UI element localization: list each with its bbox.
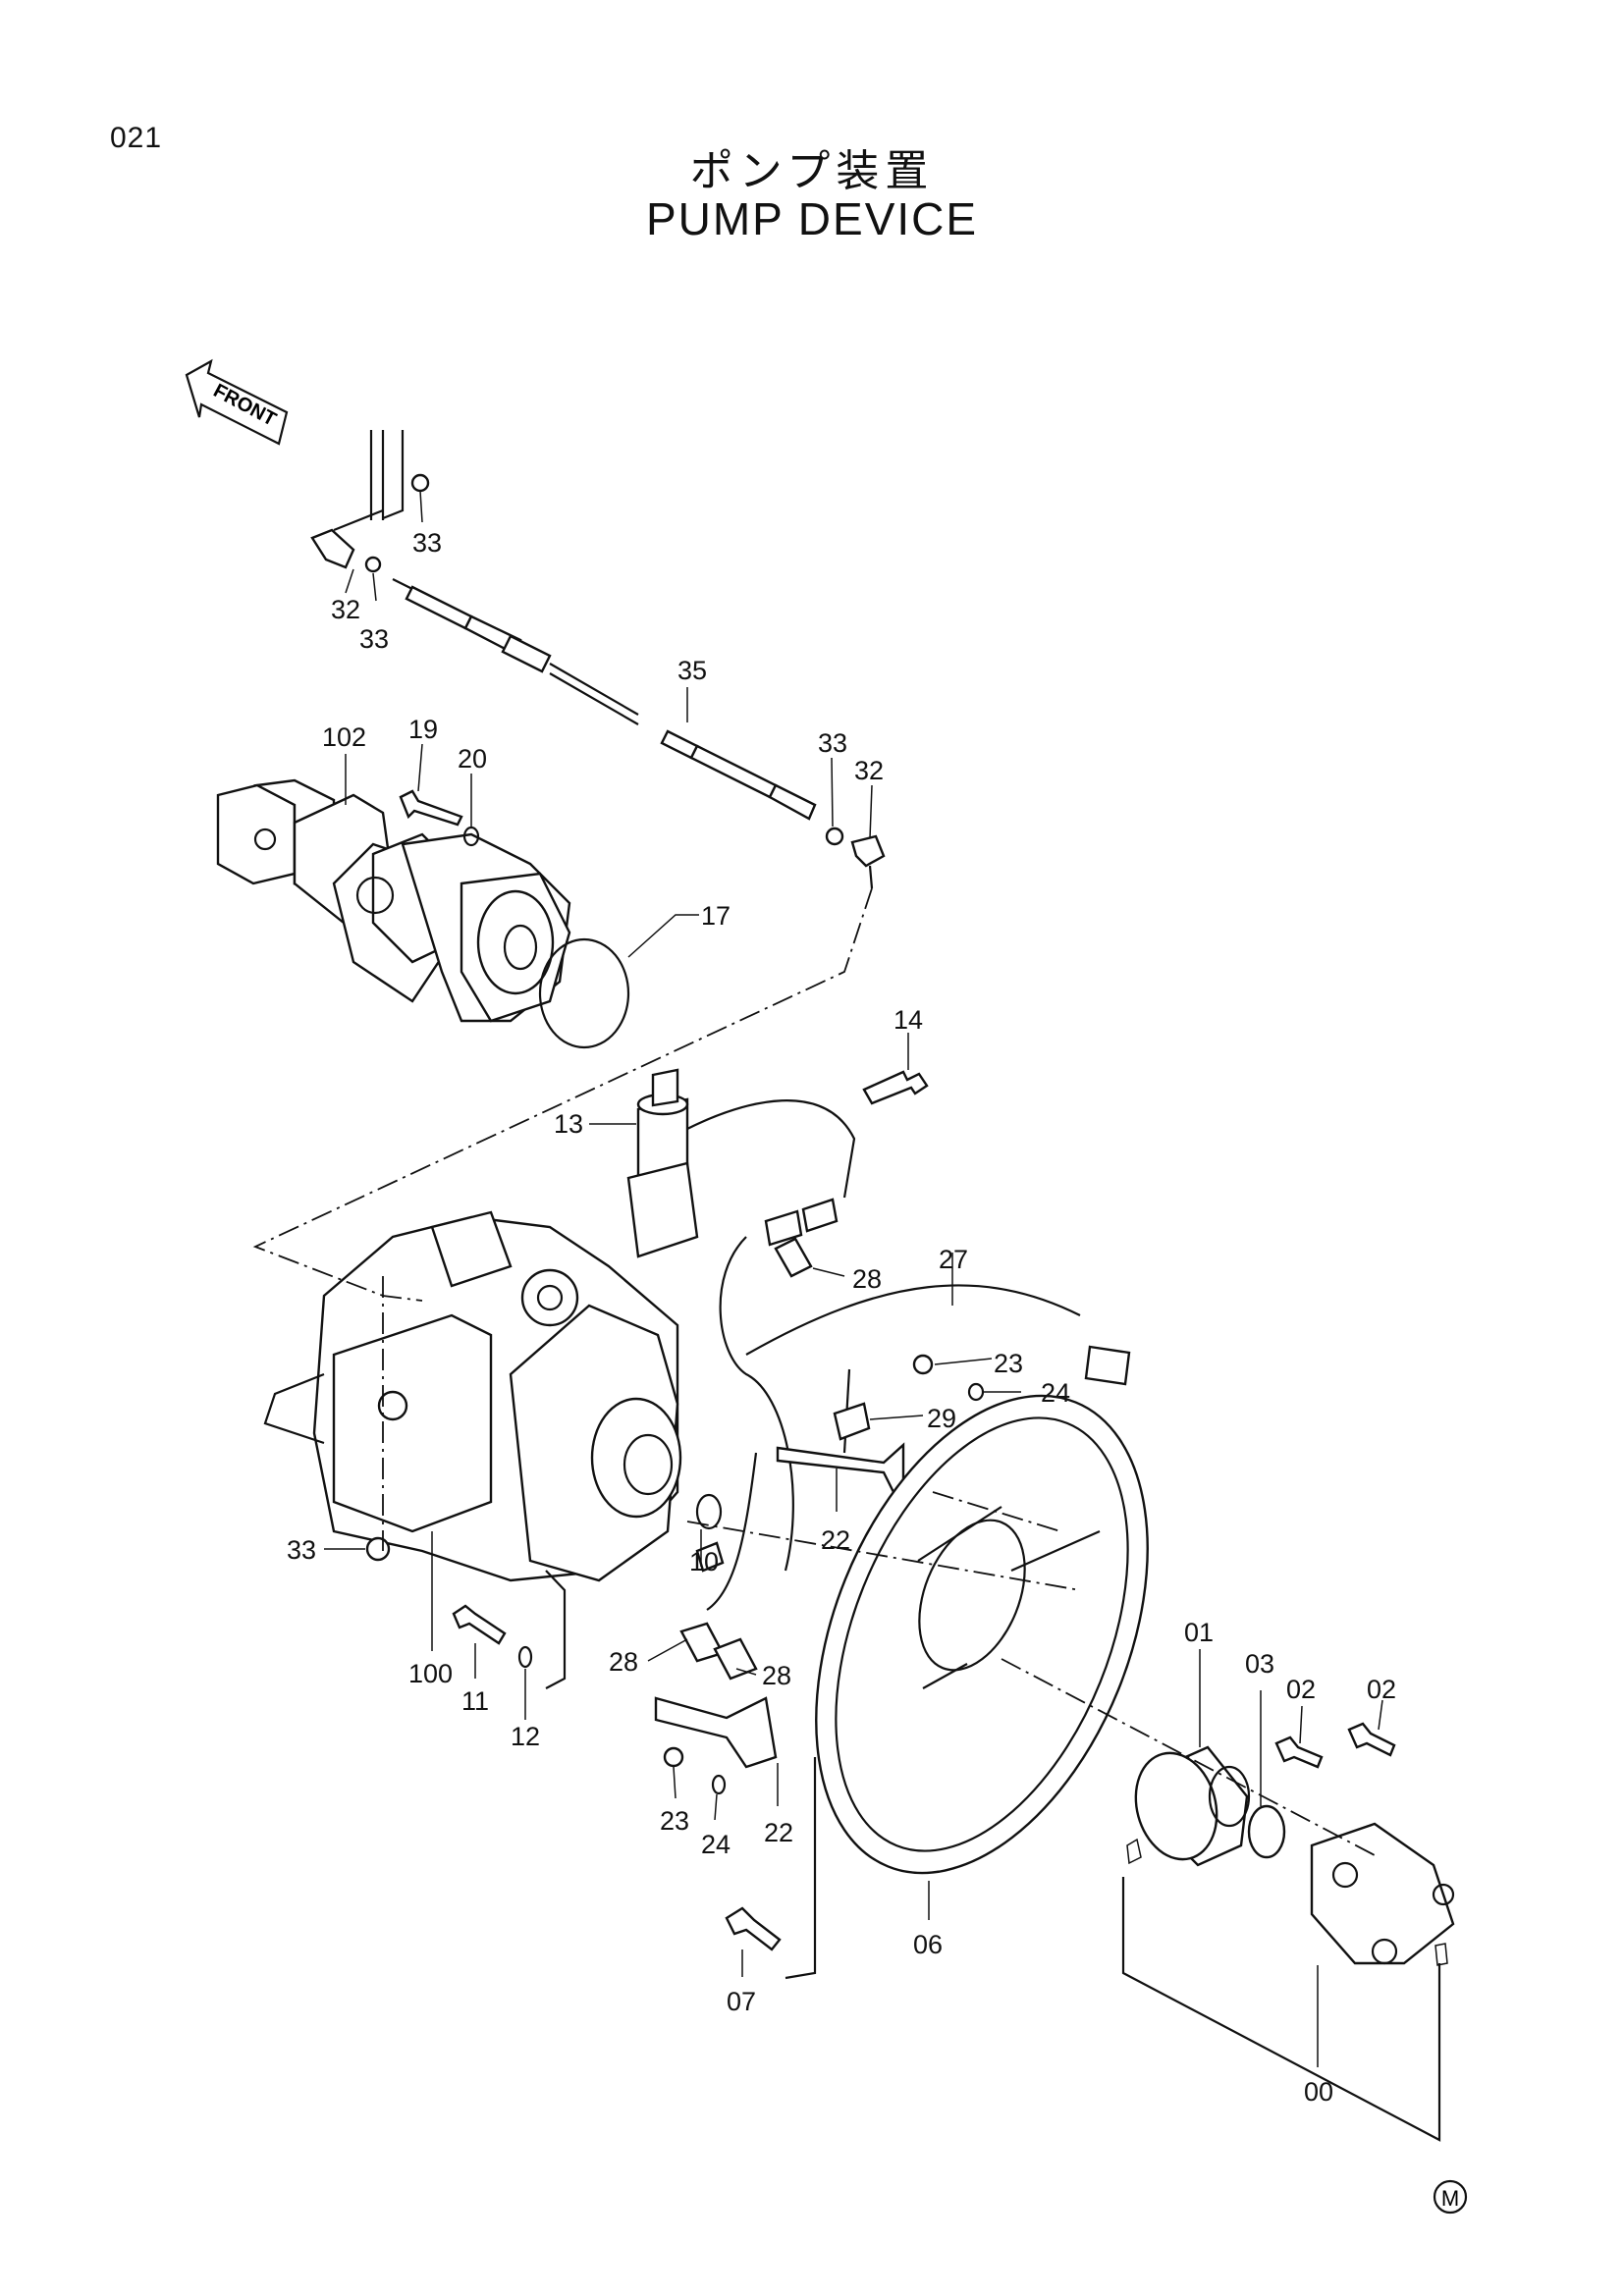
callout-100: 100 — [408, 1659, 453, 1688]
callout-22: 22 — [821, 1525, 850, 1555]
callout-10: 10 — [689, 1547, 719, 1576]
bolt-07 — [725, 1906, 782, 1951]
plug-03 — [1247, 1804, 1286, 1859]
washer-24-lower — [711, 1774, 727, 1795]
o-ring-10 — [695, 1493, 723, 1530]
front-arrow: FRONT — [185, 358, 289, 446]
main-pump-100 — [263, 1210, 682, 1582]
callout-02: 02 — [1286, 1675, 1316, 1704]
callout-00: 00 — [1304, 2077, 1333, 2107]
callout-28: 28 — [762, 1661, 791, 1690]
bracket-22-upper — [774, 1237, 905, 1495]
callout-03: 03 — [1245, 1649, 1274, 1679]
bolt-02-right — [1347, 1722, 1396, 1757]
flywheel-01 — [1134, 1745, 1251, 1867]
callout-12: 12 — [511, 1722, 540, 1751]
flywheel-housing-06 — [815, 1394, 1149, 1875]
solenoid-valve-13 — [626, 1068, 699, 1258]
bolt-11 — [452, 1604, 507, 1645]
bolt-23-lower — [663, 1746, 684, 1768]
callout-11: 11 — [461, 1686, 489, 1716]
callout-23: 23 — [660, 1806, 689, 1836]
model-mark: M — [1433, 2179, 1468, 2215]
gear-pump-102 — [216, 778, 571, 1023]
callout-28: 28 — [852, 1264, 882, 1294]
callout-24: 24 — [701, 1830, 731, 1859]
callout-29: 29 — [927, 1404, 956, 1433]
callout-32: 32 — [331, 595, 360, 624]
callout-28: 28 — [609, 1647, 638, 1677]
washer-20 — [462, 826, 480, 847]
leader-lines — [324, 490, 1383, 2067]
assembly-lines — [252, 887, 1448, 2142]
callout-27: 27 — [939, 1245, 968, 1274]
callout-20: 20 — [458, 744, 487, 774]
nut-33 — [365, 1536, 391, 1562]
title-english: PUMP DEVICE — [645, 193, 979, 244]
wiring-harness-27 — [686, 1099, 1131, 1611]
callout-33: 33 — [818, 728, 847, 758]
washer-24-upper — [967, 1382, 985, 1402]
callout-33: 33 — [287, 1535, 316, 1565]
bolt-02-left — [1274, 1735, 1324, 1769]
callout-23: 23 — [994, 1349, 1023, 1378]
washer-12 — [517, 1645, 533, 1669]
callout-19: 19 — [408, 715, 438, 744]
o-ring-17 — [538, 937, 630, 1049]
callout-22: 22 — [764, 1818, 793, 1847]
callout-07: 07 — [727, 1987, 756, 2016]
callout-13: 13 — [554, 1109, 583, 1139]
callout-06: 06 — [913, 1930, 943, 1959]
bolt-19 — [399, 789, 463, 827]
page-number: 021 — [110, 122, 163, 154]
pedal-bracket — [310, 430, 430, 573]
control-cable — [392, 578, 886, 889]
front-arrow-label: FRONT — [210, 380, 280, 431]
bolt-14 — [862, 1070, 929, 1105]
callout-01: 01 — [1184, 1618, 1214, 1647]
bolt-23-upper — [912, 1354, 934, 1375]
title-japanese: ポンプ装置 — [689, 146, 935, 196]
callout-33: 33 — [412, 528, 442, 558]
bracket-22-lower — [654, 1541, 778, 1769]
callout-17: 17 — [701, 901, 731, 931]
callout-32: 32 — [854, 756, 884, 785]
callout-35: 35 — [677, 656, 707, 685]
callout-14: 14 — [893, 1005, 923, 1035]
callout-labels: 33 32 33 35 33 32 102 19 20 17 14 13 28 … — [287, 528, 1396, 2107]
callout-102: 102 — [322, 722, 366, 752]
model-mark-letter: M — [1441, 2186, 1459, 2211]
coupling-00 — [1310, 1822, 1455, 1965]
callout-02: 02 — [1367, 1675, 1396, 1704]
callout-33: 33 — [359, 624, 389, 654]
callout-24: 24 — [1041, 1378, 1070, 1408]
